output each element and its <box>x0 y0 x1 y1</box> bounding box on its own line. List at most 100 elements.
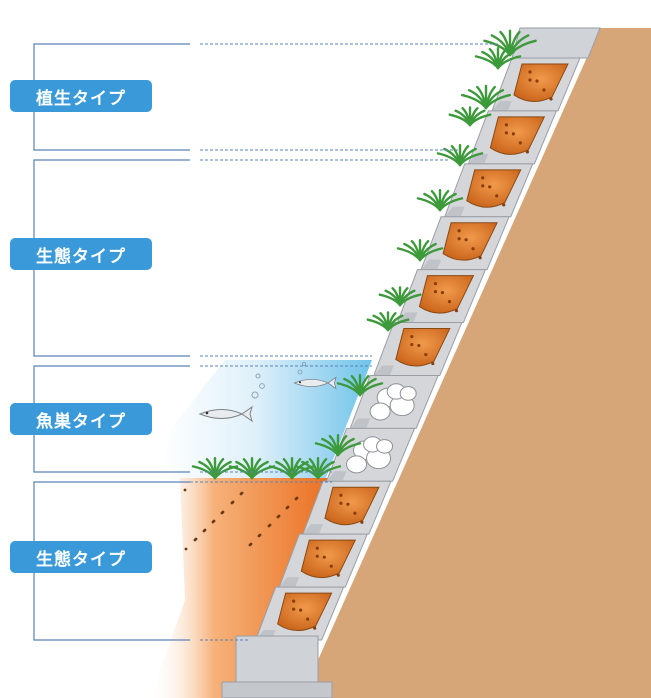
plant-icon <box>461 84 511 110</box>
sediment-speck <box>295 496 299 500</box>
soil-fill <box>300 539 357 579</box>
sediment-speck <box>268 523 272 527</box>
soil-dot <box>525 150 529 154</box>
plant-icon <box>396 239 444 262</box>
water-area <box>160 360 372 480</box>
zone-label-fish-nest: 魚巣タイプ <box>10 403 152 435</box>
block-lip <box>326 471 347 482</box>
bubble <box>297 369 303 375</box>
sediment-speck <box>203 528 207 532</box>
plant-icon <box>314 434 362 457</box>
plant-blade <box>458 152 484 167</box>
plant-icon <box>378 286 422 307</box>
footing-base <box>221 681 333 698</box>
riverbed <box>150 478 332 698</box>
soil-dot <box>417 343 421 348</box>
zone-label-vegetation: 植生タイプ <box>10 80 152 112</box>
soil-dot <box>502 203 506 207</box>
wall-block <box>302 480 392 535</box>
stone-icon <box>376 439 394 454</box>
block-lip <box>421 259 442 270</box>
fish-tail <box>241 405 253 423</box>
soil-dot <box>504 123 508 127</box>
soil-dot <box>495 194 499 198</box>
soil-dot <box>481 176 485 180</box>
soil-dot <box>535 79 539 83</box>
plant-blade <box>496 55 522 70</box>
soil-dot <box>478 256 482 260</box>
decorations <box>183 29 537 551</box>
sediment-speck <box>194 537 198 541</box>
soil-dot <box>339 493 343 497</box>
wall-block <box>278 533 369 588</box>
soil-dot <box>471 247 475 251</box>
fish-eye <box>205 411 209 415</box>
wall-block <box>396 269 487 324</box>
soil-fill <box>513 63 569 102</box>
embankment-earth <box>318 28 651 698</box>
soil-dot <box>353 511 357 515</box>
soil-fill <box>418 275 475 314</box>
soil-dot <box>447 300 452 304</box>
plant-icon <box>448 106 492 127</box>
sediment-speck <box>277 514 281 518</box>
soil-dot <box>433 282 438 286</box>
soil-dot <box>454 309 459 313</box>
soil-dot <box>339 501 343 505</box>
plant-icon <box>366 311 410 332</box>
stone-icon <box>369 402 391 421</box>
fish-icon <box>293 376 337 390</box>
soil-dot <box>528 70 532 74</box>
wall-block <box>349 374 439 429</box>
soil-dot <box>464 238 468 242</box>
soil-dot <box>329 564 333 568</box>
soil-dot <box>315 554 319 558</box>
zone-label-ecology-upper: 生態タイプ <box>10 238 152 270</box>
soil-dot <box>292 607 296 611</box>
soil-dot <box>322 555 326 559</box>
soil-fill <box>442 222 498 261</box>
soil-dot <box>542 88 546 92</box>
wall-block <box>444 163 534 218</box>
bubble <box>255 373 261 379</box>
soil-dot <box>431 361 435 366</box>
plant-icon <box>474 47 522 70</box>
soil-fill <box>324 486 380 526</box>
plant-blade <box>398 293 422 307</box>
soil-dot <box>346 502 350 506</box>
plant-icon <box>416 189 464 212</box>
plant-blade <box>438 197 464 212</box>
plant-blade <box>336 442 362 457</box>
plant-blade <box>468 113 492 127</box>
sediment-speck <box>184 547 188 551</box>
soil-dot <box>315 546 319 550</box>
soil-dot <box>433 290 438 294</box>
wall-block <box>420 216 510 271</box>
plant-blade <box>484 93 511 110</box>
zone-label-ecology-lower: 生態タイプ <box>10 541 152 573</box>
sediment-speck <box>183 488 187 492</box>
plant-icon <box>228 457 276 480</box>
plant-icon <box>191 457 239 480</box>
block-lip <box>373 365 394 376</box>
soil-dot <box>292 599 296 603</box>
soil-dot <box>410 334 414 339</box>
wall-block <box>491 57 581 112</box>
soil-fill <box>277 592 333 631</box>
soil-dot <box>457 229 461 233</box>
soil-fill <box>466 169 522 208</box>
soil-dot <box>504 131 508 135</box>
soil-dot <box>424 352 428 357</box>
plant-blade <box>358 382 384 397</box>
soil-dot <box>488 185 492 189</box>
sediment-speck <box>249 542 253 546</box>
sediment-speck <box>240 491 244 495</box>
bubble <box>259 383 265 389</box>
block-lip <box>492 100 512 111</box>
soil-dot <box>511 132 515 136</box>
soil-dot <box>528 78 532 82</box>
soil-dot <box>360 520 364 524</box>
stone-icon <box>346 455 368 474</box>
